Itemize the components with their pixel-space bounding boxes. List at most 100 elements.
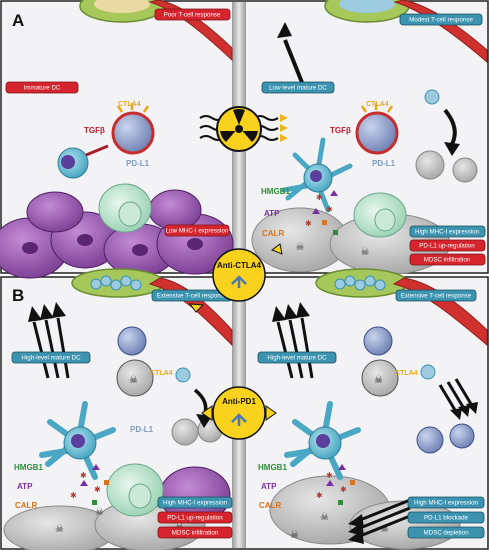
high-mhc-badge (407, 496, 485, 509)
high-mhc-label: High MHC-I expression (163, 500, 228, 507)
antibody-icon (231, 413, 247, 426)
skull-icon: ☠ (320, 512, 329, 523)
tgfb-label: TGFβ (84, 126, 105, 135)
lymph-node-core (339, 0, 395, 13)
pdl1-up-label: PD-L1 up-regulation (419, 243, 475, 250)
modest-t-cell-badge (399, 13, 483, 26)
panel-a-left: A Poor T-cell response Immature DC Low M… (0, 0, 234, 279)
t-cell (363, 326, 393, 356)
mdsc-infiltration-badge (409, 253, 486, 266)
atp-label: ATP (261, 482, 277, 491)
tumor-killing-arrows (348, 498, 411, 544)
ctla4-label: CTLA4 (395, 370, 418, 377)
dc-nucleus (71, 434, 85, 448)
migrating-t-cell (424, 89, 440, 105)
anti-ctla4-badge (212, 248, 266, 302)
anti-pd1-badge (212, 386, 266, 440)
svg-text:✱: ✱ (70, 491, 77, 500)
svg-text:✱: ✱ (80, 471, 87, 480)
pdl1-label: PD-L1 (372, 159, 396, 168)
high-mhc-label: High MHC-I expression (415, 229, 480, 236)
panel-letter-a: A (12, 11, 24, 30)
calr-label: CALR (259, 501, 281, 510)
t-cell-infiltration-arrows (438, 378, 478, 420)
dc-dendrites (284, 401, 361, 480)
extensive-t-cell-badge (395, 289, 477, 302)
dc-nucleus (316, 434, 330, 448)
atp-label: ATP (17, 482, 33, 491)
skull-icon: ☠ (55, 524, 64, 535)
atp-label: ATP (264, 209, 280, 218)
radiation-treatment (199, 106, 288, 152)
panel-letter-b: B (12, 286, 24, 305)
ctla4-label: CTLA4 (366, 101, 389, 108)
svg-text:✱: ✱ (316, 491, 323, 500)
t-cell (355, 111, 399, 155)
migrating-t-cell (175, 367, 191, 383)
immature-dc-label: Immature DC (24, 85, 61, 92)
lymph-node-core (94, 0, 150, 13)
mdsc-nucleus (128, 483, 152, 509)
skull-icon: ☠ (290, 530, 299, 541)
treg-cell (116, 359, 154, 397)
blood-vessel-icon (393, 0, 488, 64)
dc-dendrites (281, 137, 353, 213)
anti-ctla4-treatment: Anti-CTLA4 (188, 243, 283, 313)
svg-text:✱: ✱ (305, 219, 312, 228)
immature-dc-badge (5, 81, 79, 94)
dc-migration-arrows (28, 302, 70, 379)
hmgb1-label: HMGB1 (261, 187, 290, 196)
low-mhc-badge (164, 224, 230, 237)
pdl1-up-badge (409, 239, 486, 252)
anti-pd1-label: Anti-PD1 (222, 397, 256, 406)
ctla4-label: CTLA4 (150, 370, 173, 377)
activated-t-cell-cluster (334, 275, 386, 291)
high-mhc-badge (157, 496, 233, 509)
extensive-t-cell-label: Extensive T-cell response (157, 293, 228, 300)
skull-icon: ☠ (296, 242, 305, 253)
modest-t-cell-label: Modest T-cell response (409, 17, 473, 24)
high-mhc-label: High MHC-I expression (414, 500, 479, 507)
naive-t-cell (452, 157, 478, 183)
svg-text:✱: ✱ (326, 205, 333, 214)
pdl1-label: PD-L1 (126, 159, 150, 168)
mdsc-infiltration-badge (157, 526, 233, 539)
high-level-dc-badge (11, 351, 91, 364)
pdl1-blockade-label: PD-L1 blockade (424, 515, 469, 522)
pdl1-up-label: PD-L1 up-regulation (167, 515, 223, 522)
svg-text:✱: ✱ (326, 471, 333, 480)
mdsc-depletion-label: MDSC depletion (423, 530, 469, 537)
ctla4-receptor-icon (360, 103, 394, 113)
panel-b-right: ☠ ☠ ☠ ☠ (257, 268, 488, 550)
hmgb1-label: HMGB1 (258, 463, 287, 472)
calr-label: CALR (15, 501, 37, 510)
poor-t-cell-badge (154, 8, 231, 21)
t-cell-infiltration-arrow (443, 108, 457, 145)
svg-text:✱: ✱ (316, 193, 323, 202)
svg-text:✱: ✱ (340, 485, 347, 494)
antibody-icon (231, 275, 247, 288)
skull-icon: ☠ (374, 375, 383, 386)
high-mhc-badge (409, 225, 486, 238)
skull-icon: ☠ (361, 247, 370, 258)
high-level-dc-badge (257, 351, 337, 364)
treg-cell (361, 359, 399, 397)
dc-migration-arrowhead (277, 22, 292, 38)
activated-t-cell (449, 423, 475, 449)
naive-t-cell (415, 150, 445, 180)
mdsc-infiltration-label: MDSC infiltration (172, 530, 219, 537)
tgfb-signal-icon (85, 144, 109, 157)
poor-t-cell-label: Poor T-cell response (164, 12, 221, 19)
high-level-dc-label: High-level mature DC (267, 355, 327, 362)
dc-dendrites (39, 401, 116, 480)
hmgb1-label: HMGB1 (14, 463, 43, 472)
dc-migration-arrows (272, 302, 314, 379)
dc-nucleus (310, 170, 322, 182)
anti-ctla4-label: Anti-CTLA4 (217, 261, 262, 270)
skull-icon: ☠ (95, 507, 104, 518)
svg-text:✱: ✱ (94, 485, 101, 494)
t-cell (117, 326, 147, 356)
skull-icon: ☠ (129, 375, 138, 386)
damp-molecules: ✱ ✱ ✱ (70, 464, 109, 505)
